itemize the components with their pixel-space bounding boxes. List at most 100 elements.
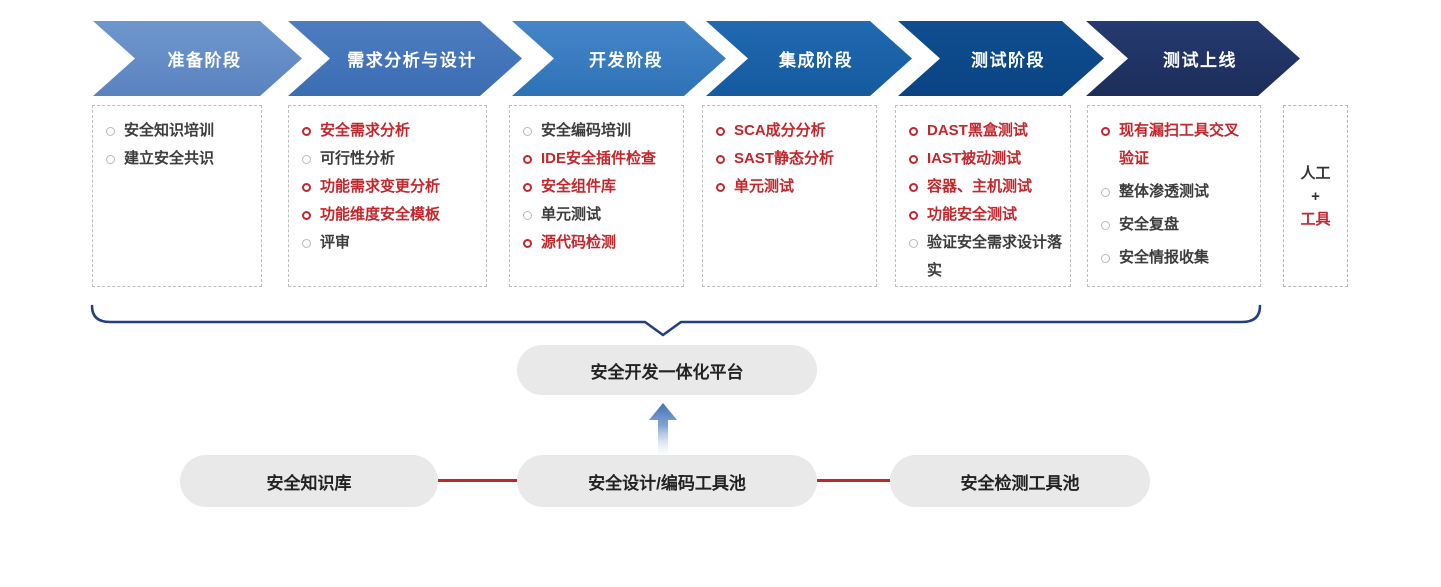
list-item-label: IDE安全插件检查 <box>541 150 657 167</box>
pill-security-detection-tool-pool: 安全检测工具池 <box>890 455 1150 507</box>
bullet-circle-icon <box>1101 127 1110 136</box>
phase-label: 开发阶段 <box>589 51 663 70</box>
list-item: 安全编码培训 <box>521 117 675 145</box>
bullet-circle-icon <box>1101 254 1110 263</box>
bullet-circle-icon <box>909 211 918 220</box>
list-item-label: IAST被动测试 <box>927 150 1022 167</box>
bullet-circle-icon <box>106 127 115 136</box>
curly-brace-connector <box>90 304 1262 337</box>
activity-list: 安全知识培训建立安全共识 <box>104 117 253 173</box>
pill-security-design-coding-tool-pool: 安全设计/编码工具池 <box>517 455 817 507</box>
list-item: 安全组件库 <box>521 173 675 201</box>
bullet-circle-icon <box>716 127 725 136</box>
bullet-circle-icon <box>302 127 311 136</box>
list-item: 功能维度安全模板 <box>300 201 478 229</box>
list-item: 安全需求分析 <box>300 117 478 145</box>
phase-label: 需求分析与设计 <box>347 51 477 70</box>
list-item: 源代码检测 <box>521 229 675 257</box>
phase-arrow-preparation: 准备阶段 <box>93 21 302 96</box>
pill-label: 安全知识库 <box>266 473 352 493</box>
side-box-line: + <box>1311 187 1320 205</box>
phase-label: 准备阶段 <box>167 51 242 70</box>
list-item-label: SAST静态分析 <box>734 150 835 167</box>
list-item-label: 功能需求变更分析 <box>320 178 441 195</box>
list-item-label: SCA成分分析 <box>734 122 826 139</box>
side-box-line: 工具 <box>1300 210 1331 228</box>
bullet-circle-icon <box>106 155 115 164</box>
phase-arrow-development: 开发阶段 <box>512 21 726 96</box>
bullet-circle-icon <box>302 211 311 220</box>
phase-arrow-test-launch: 测试上线 <box>1086 21 1300 96</box>
list-item: 评审 <box>300 229 478 257</box>
bullet-circle-icon <box>909 155 918 164</box>
activity-list: 现有漏扫工具交叉验证整体渗透测试安全复盘安全情报收集 <box>1099 117 1252 272</box>
phase-arrow-requirements-design: 需求分析与设计 <box>288 21 522 96</box>
list-item-label: 现有漏扫工具交叉验证 <box>1119 122 1240 167</box>
bullet-circle-icon <box>716 155 725 164</box>
list-item: 现有漏扫工具交叉验证 <box>1099 117 1252 173</box>
bullet-circle-icon <box>523 127 532 136</box>
list-item: 单元测试 <box>714 173 868 201</box>
list-item-label: 安全编码培训 <box>541 122 632 139</box>
list-item: 安全知识培训 <box>104 117 253 145</box>
bullet-circle-icon <box>523 183 532 192</box>
bullet-circle-icon <box>302 239 311 248</box>
list-item: 验证安全需求设计落实 <box>907 229 1062 285</box>
manual-plus-tools-box: 人工 + 工具 <box>1283 105 1348 287</box>
list-item-label: 可行性分析 <box>320 150 396 167</box>
list-item-label: 安全复盘 <box>1119 216 1180 233</box>
list-item: 建立安全共识 <box>104 145 253 173</box>
list-item-label: 源代码检测 <box>541 234 617 251</box>
list-item: DAST黑盒测试 <box>907 117 1062 145</box>
side-box-line: 人工 <box>1300 164 1331 182</box>
bullet-circle-icon <box>523 155 532 164</box>
list-item: 功能需求变更分析 <box>300 173 478 201</box>
bullet-circle-icon <box>523 211 532 220</box>
list-item-label: 安全情报收集 <box>1119 249 1210 266</box>
list-item-label: 功能维度安全模板 <box>320 206 441 223</box>
phase-label: 测试上线 <box>1163 51 1237 70</box>
phase-label: 测试阶段 <box>971 51 1045 70</box>
list-item: 安全复盘 <box>1099 211 1252 239</box>
pill-label: 安全设计/编码工具池 <box>588 473 746 493</box>
list-item: 容器、主机测试 <box>907 173 1062 201</box>
platform-pill: 安全开发一体化平台 <box>517 345 817 395</box>
list-item: SCA成分分析 <box>714 117 868 145</box>
list-item-label: 安全需求分析 <box>320 122 411 139</box>
list-item-label: 评审 <box>320 234 351 251</box>
phase-box-test-launch: 现有漏扫工具交叉验证整体渗透测试安全复盘安全情报收集 <box>1087 105 1261 287</box>
activity-list: 安全编码培训 IDE安全插件检查安全组件库单元测试源代码检测 <box>521 117 675 257</box>
phase-box-requirements-design: 安全需求分析可行性分析功能需求变更分析功能维度安全模板评审 <box>288 105 487 287</box>
list-item: 单元测试 <box>521 201 675 229</box>
bullet-circle-icon <box>302 155 311 164</box>
list-item: SAST静态分析 <box>714 145 868 173</box>
phase-box-preparation: 安全知识培训建立安全共识 <box>92 105 262 287</box>
phase-label: 集成阶段 <box>779 51 853 70</box>
phase-arrow-testing: 测试阶段 <box>898 21 1104 96</box>
activity-list: 安全需求分析可行性分析功能需求变更分析功能维度安全模板评审 <box>300 117 478 257</box>
list-item: 可行性分析 <box>300 145 478 173</box>
list-item-label: 单元测试 <box>734 178 795 195</box>
pill-label: 安全检测工具池 <box>960 473 1080 493</box>
list-item: IAST被动测试 <box>907 145 1062 173</box>
pill-security-knowledge-base: 安全知识库 <box>180 455 438 507</box>
list-item: 整体渗透测试 <box>1099 178 1252 206</box>
platform-pill-label: 安全开发一体化平台 <box>590 362 744 382</box>
bullet-circle-icon <box>716 183 725 192</box>
bullet-circle-icon <box>302 183 311 192</box>
list-item: 安全情报收集 <box>1099 244 1252 272</box>
list-item: IDE安全插件检查 <box>521 145 675 173</box>
list-item-label: 容器、主机测试 <box>927 178 1033 195</box>
connector-line-left <box>438 479 517 482</box>
list-item-label: 单元测试 <box>541 206 602 223</box>
activity-list: SCA成分分析 SAST静态分析单元测试 <box>714 117 868 201</box>
up-arrow-icon <box>649 403 677 454</box>
list-item-label: 验证安全需求设计落实 <box>927 234 1063 279</box>
connector-line-right <box>817 479 890 482</box>
phase-box-integration: SCA成分分析 SAST静态分析单元测试 <box>702 105 877 287</box>
phase-arrow-integration: 集成阶段 <box>706 21 912 96</box>
bullet-circle-icon <box>1101 221 1110 230</box>
list-item-label: 整体渗透测试 <box>1119 183 1210 200</box>
